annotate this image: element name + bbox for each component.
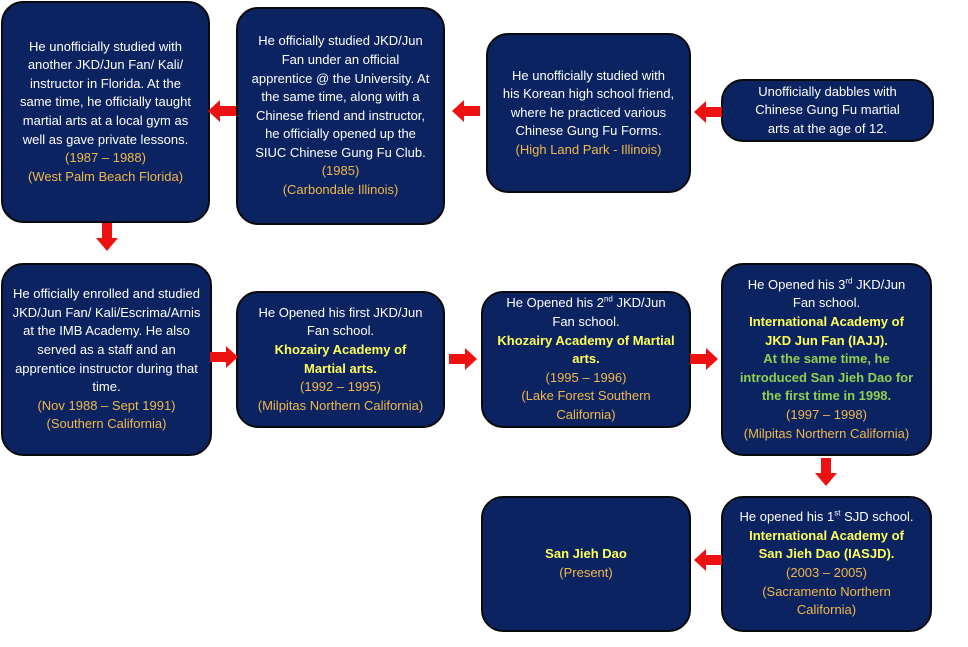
- box-text: He unofficially studied with his Korean …: [502, 67, 675, 139]
- box-years: (1997 – 1998): [786, 406, 867, 422]
- box-text: He Opened his first JKD/Jun Fan school.: [258, 304, 423, 339]
- box-text-line: Chinese Gung Fu martial: [755, 102, 900, 118]
- box-text: He opened his 1st SJD school.: [740, 508, 914, 527]
- box-first-sjd-school: He opened his 1st SJD school. Internatio…: [721, 496, 932, 632]
- box-years: (1987 – 1988): [65, 150, 146, 166]
- box-text-line: Unofficially dabbles with: [758, 83, 897, 99]
- box-place: (West Palm Beach Florida): [27, 168, 184, 184]
- box-text: He unofficially studied with another JKD…: [19, 38, 191, 147]
- box-imb-academy: He officially enrolled and studied JKD/J…: [1, 263, 212, 456]
- ordinal-suffix: st: [834, 508, 841, 518]
- box-place: (Southern California): [46, 416, 167, 432]
- arrow-left-icon: [694, 549, 722, 571]
- ordinal-suffix: rd: [845, 276, 853, 286]
- arrow-right-icon: [449, 348, 477, 370]
- box-text: He officially studied JKD/Jun Fan under …: [251, 33, 430, 160]
- box-years: (Present): [559, 565, 613, 580]
- box-years: (1992 – 1995): [300, 379, 381, 395]
- box-school-name: International Academy of JKD Jun Fan (IA…: [749, 314, 904, 348]
- box-note: At the same time, he introduced San Jieh…: [739, 351, 914, 404]
- box-korean-friend: He unofficially studied with his Korean …: [486, 33, 691, 193]
- box-school-name: Khozairy Academy of Martial arts.: [274, 341, 407, 376]
- box-years: (1985): [321, 163, 360, 179]
- box-place: (Milpitas Northern California): [743, 425, 910, 441]
- box-san-jieh-dao: San Jieh Dao (Present): [481, 496, 691, 632]
- arrow-left-icon: [208, 100, 236, 122]
- box-school-name: International Academy of San Jieh Dao (I…: [749, 527, 904, 562]
- arrow-left-icon: [694, 101, 722, 123]
- arrow-right-icon: [690, 348, 718, 370]
- box-second-school: He Opened his 2nd JKD/Jun Fan school. Kh…: [481, 291, 691, 428]
- box-years: (1995 – 1996): [545, 369, 627, 385]
- ordinal-suffix: nd: [603, 295, 613, 305]
- box-text-pre: He opened his 1: [739, 509, 835, 525]
- box-third-school: He Opened his 3rd JKD/Jun Fan school. In…: [721, 263, 932, 456]
- box-place: (High Land Park - Illinois): [515, 141, 662, 157]
- box-text-post: SJD school.: [840, 509, 914, 525]
- box-text-pre: He Opened his 2: [506, 295, 604, 311]
- box-place: (Carbondale Illinois): [282, 182, 399, 198]
- box-text-post: JKD/Jun Fan school.: [792, 276, 906, 311]
- box-text: He Opened his 2nd JKD/Jun Fan school.: [497, 294, 675, 331]
- arrow-down-icon: [96, 223, 118, 251]
- box-gung-fu-age-12: Unofficially dabbles with Chinese Gung F…: [721, 79, 934, 142]
- arrow-left-icon: [452, 100, 480, 122]
- arrow-right-icon: [210, 346, 238, 368]
- box-florida: He unofficially studied with another JKD…: [1, 1, 210, 223]
- box-text-line: arts at the age of 12.: [767, 120, 888, 136]
- box-text: He officially enrolled and studied JKD/J…: [12, 286, 201, 395]
- box-years: (Nov 1988 – Sept 1991): [37, 397, 176, 413]
- box-text: He Opened his 3rd JKD/Jun Fan school.: [735, 276, 918, 313]
- box-place: (Sacramento Northern California): [762, 583, 891, 618]
- arrow-down-icon: [815, 458, 837, 486]
- box-first-school: He Opened his first JKD/Jun Fan school. …: [236, 291, 445, 428]
- box-siuc-university: He officially studied JKD/Jun Fan under …: [236, 7, 445, 225]
- box-school-name: Khozairy Academy of Martial arts.: [497, 332, 675, 367]
- box-text-pre: He Opened his 3: [747, 276, 846, 292]
- box-text-post: JKD/Jun Fan school.: [552, 295, 666, 330]
- box-years: (2003 – 2005): [786, 565, 867, 580]
- box-title: San Jieh Dao: [545, 546, 627, 562]
- box-place: (Milpitas Northern California): [257, 397, 424, 413]
- box-place: (Lake Forest Southern California): [521, 388, 651, 422]
